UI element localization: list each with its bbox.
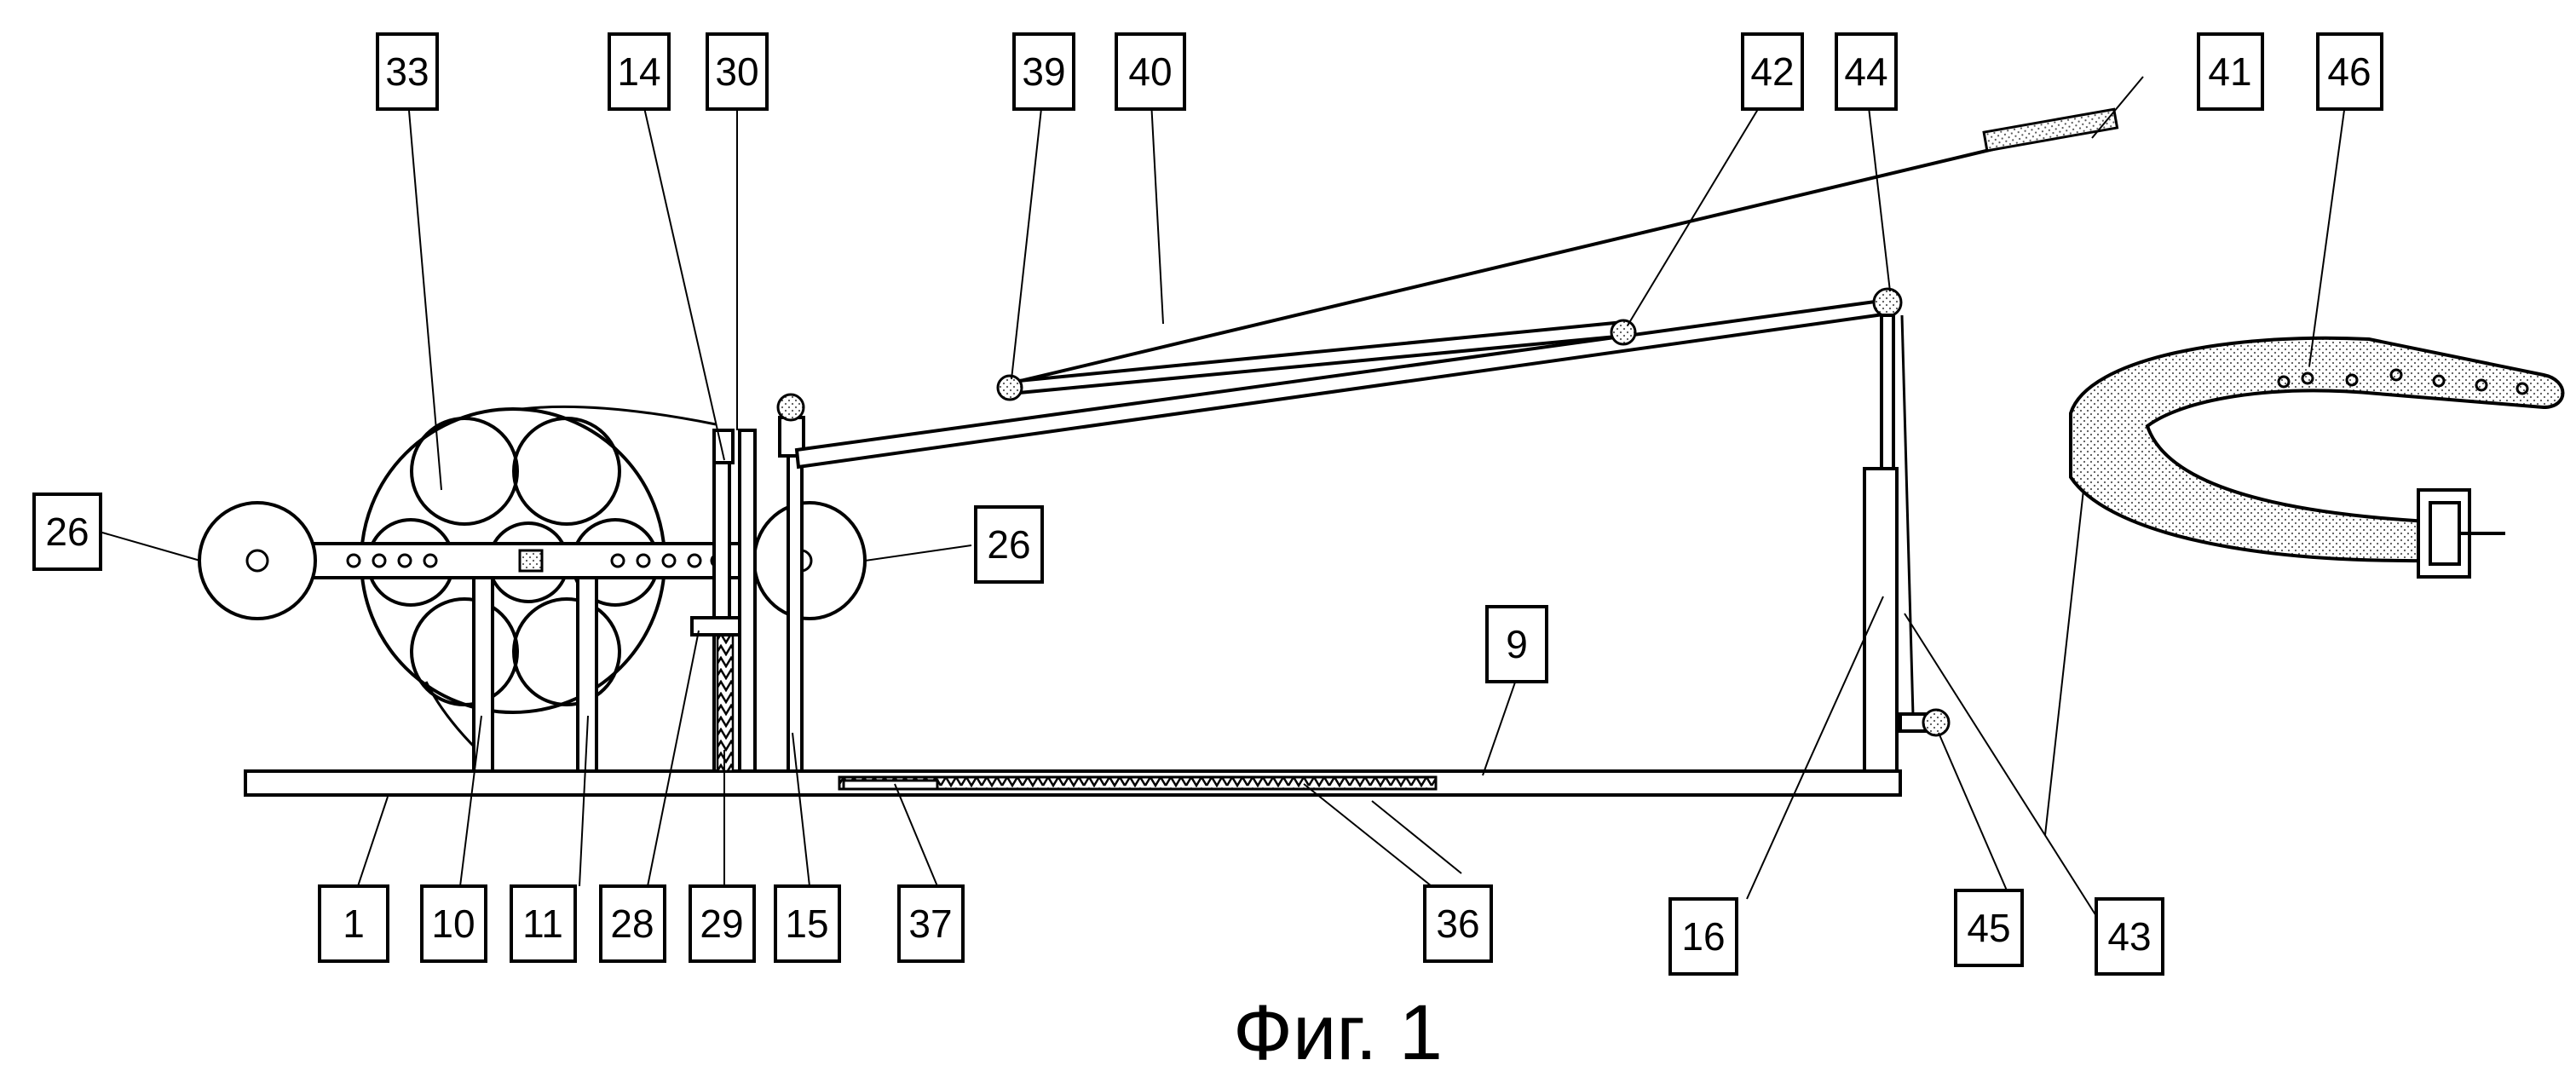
label-42-text: 42 — [1750, 49, 1794, 94]
label-36: 36 — [1425, 886, 1491, 961]
label-1: 1 — [320, 886, 388, 961]
label-45: 45 — [1956, 890, 2022, 965]
belt-46 — [2071, 338, 2563, 561]
label-36-text: 36 — [1436, 902, 1479, 946]
label-14: 14 — [609, 34, 669, 109]
label-43: 43 — [2096, 899, 2163, 974]
joint-42 — [1611, 320, 1635, 344]
belt-buckle — [2418, 490, 2505, 577]
label-1-text: 1 — [343, 902, 365, 946]
post-15b — [788, 456, 802, 771]
label-11: 11 — [511, 886, 575, 961]
label-37-text: 37 — [908, 902, 952, 946]
post-16 — [1864, 469, 1897, 771]
label-29-text: 29 — [700, 902, 743, 946]
joint-39 — [998, 376, 1022, 400]
label-9: 9 — [1487, 607, 1547, 682]
label-26-right-text: 26 — [987, 522, 1030, 567]
label-44-text: 44 — [1844, 49, 1887, 94]
figure-caption: Фиг. 1 — [1233, 989, 1443, 1076]
label-28: 28 — [601, 886, 665, 961]
label-46: 46 — [2318, 34, 2382, 109]
label-9-text: 9 — [1506, 622, 1528, 666]
label-28-text: 28 — [610, 902, 654, 946]
label-16-text: 16 — [1681, 914, 1725, 959]
bracket-28 — [692, 618, 743, 635]
label-30: 30 — [707, 34, 767, 109]
label-15-text: 15 — [785, 902, 828, 946]
label-33-text: 33 — [385, 49, 429, 94]
label-16: 16 — [1670, 899, 1737, 974]
label-29: 29 — [690, 886, 754, 961]
label-26-left: 26 — [34, 494, 101, 569]
pivot-knob — [778, 395, 804, 420]
label-30-text: 30 — [715, 49, 758, 94]
handle-41 — [1984, 109, 2117, 151]
label-42: 42 — [1743, 34, 1802, 109]
label-37: 37 — [899, 886, 963, 961]
label-41-text: 41 — [2208, 49, 2251, 94]
label-10-text: 10 — [431, 902, 475, 946]
disc-26-right — [754, 503, 865, 619]
label-26-right: 26 — [976, 507, 1042, 582]
support-10 — [474, 567, 493, 771]
label-45-text: 45 — [1967, 906, 2010, 950]
label-44: 44 — [1836, 34, 1896, 109]
label-14-text: 14 — [617, 49, 660, 94]
label-33: 33 — [377, 34, 437, 109]
disc-26-left — [199, 503, 315, 619]
label-40: 40 — [1116, 34, 1184, 109]
label-39: 39 — [1014, 34, 1074, 109]
joint-44 — [1874, 289, 1901, 316]
label-26-left-text: 26 — [45, 510, 89, 554]
label-40-text: 40 — [1128, 49, 1172, 94]
label-41: 41 — [2199, 34, 2262, 109]
mechanism-drawing — [102, 77, 2563, 916]
insert-37 — [844, 781, 937, 789]
post-15 — [740, 430, 755, 771]
label-10: 10 — [422, 886, 486, 961]
hub — [520, 550, 542, 571]
rod-upper — [1882, 315, 1893, 469]
label-43-text: 43 — [2107, 914, 2151, 959]
label-46-text: 46 — [2327, 49, 2371, 94]
label-15: 15 — [775, 886, 839, 961]
lower-arm — [797, 300, 1889, 467]
label-39-text: 39 — [1022, 49, 1065, 94]
horizontal-bar — [247, 544, 746, 578]
wheel-45 — [1923, 710, 1949, 735]
label-11-text: 11 — [522, 902, 563, 946]
